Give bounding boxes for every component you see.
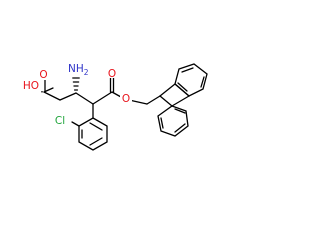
hydroxyl-label: HO xyxy=(23,80,39,92)
bond-ch2-calpha xyxy=(59,92,77,101)
bond-ester-c-o xyxy=(111,91,122,98)
chlorine-label: Cl xyxy=(55,115,65,127)
stereo-hash-bond xyxy=(72,77,80,91)
amine-label: NH2 xyxy=(68,63,89,77)
amine-subscript: 2 xyxy=(84,68,89,77)
acid-carbonyl-oxygen-label: O xyxy=(39,69,47,81)
bond-aryl-cl xyxy=(71,121,80,127)
bond-ch2-fluorenyl-c9 xyxy=(146,95,161,105)
bond-cbeta-ester-c xyxy=(92,91,113,105)
atom-label-layer: O HO NH2 O O Cl xyxy=(18,60,132,127)
fluorenyl-group xyxy=(157,63,208,137)
bond-acid-c-ch2 xyxy=(43,91,61,101)
amine-nh: NH xyxy=(68,63,84,75)
ester-carbonyl-oxygen-label: O xyxy=(108,68,116,80)
chemical-structure: O HO NH2 O O Cl xyxy=(18,60,208,151)
ester-oxygen-label: O xyxy=(122,93,130,105)
bond-layer xyxy=(41,63,208,151)
bond-calpha-cbeta xyxy=(75,92,94,105)
chlorophenyl-ring xyxy=(71,117,108,151)
bond-acid-c-oh xyxy=(43,87,54,93)
